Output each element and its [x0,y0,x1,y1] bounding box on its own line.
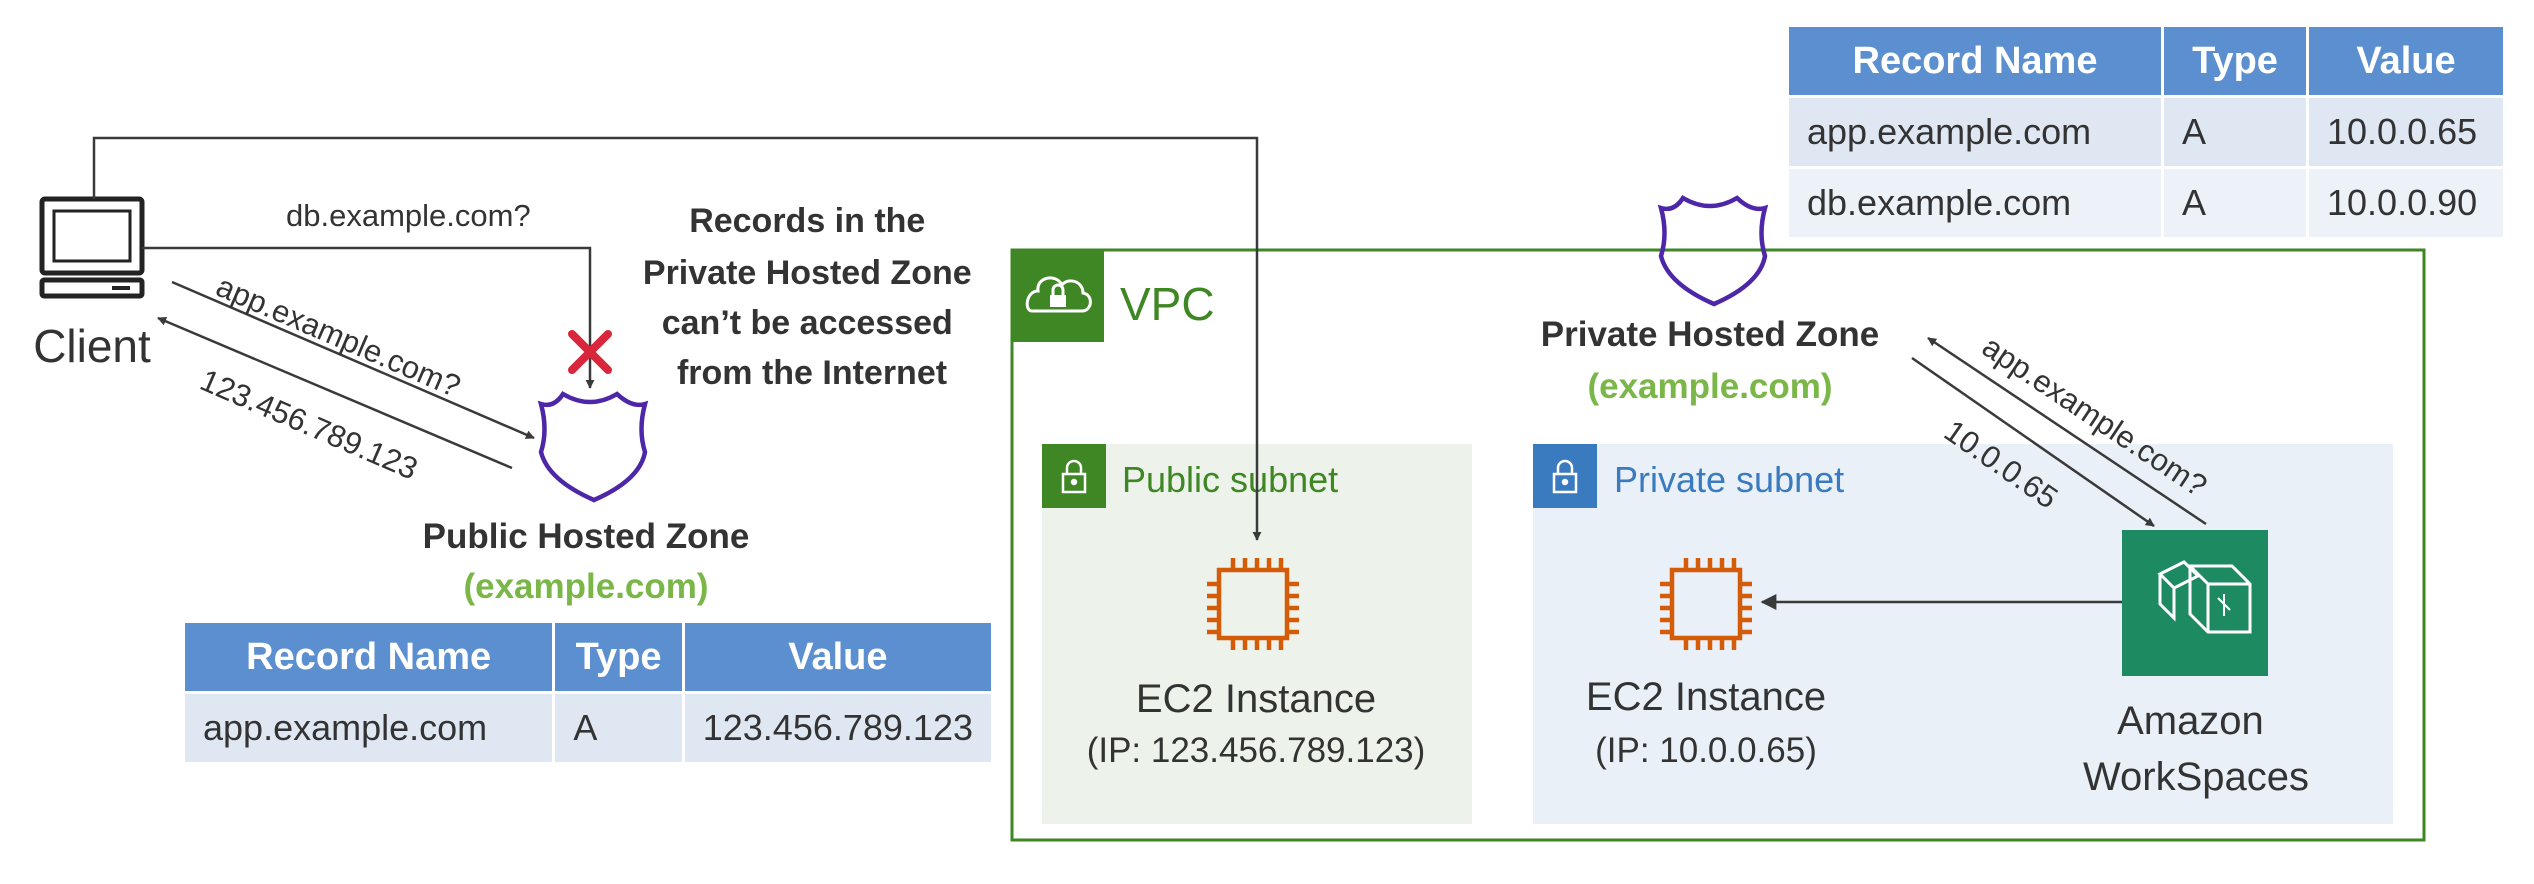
app-query-public-connector [171,280,535,440]
note-line-3: can’t be accessed [662,304,953,342]
blocked-x-icon [568,330,612,374]
table-row: app.example.com A 10.0.0.65 [1786,95,2506,169]
private-subnet-lock-icon [1552,459,1578,494]
record-value-cell: 123.456.789.123 [681,691,995,765]
workspaces-icon [2122,530,2268,676]
record-value-cell: 10.0.0.65 [2306,95,2506,169]
private-zone-records-table: Record Name Type Value app.example.com A… [1786,24,2506,240]
workspaces-label: Amazon WorkSpaces [2083,699,2309,799]
note-line-2: Private Hosted Zone [643,254,972,292]
workspaces-label-line-2: WorkSpaces [2083,755,2309,799]
private-hosted-zone-shield-icon [1657,194,1769,307]
private-ec2-name: EC2 Instance [1586,675,1826,719]
public-zone-title: Public Hosted Zone [423,517,750,556]
db-query-label: db.example.com? [286,198,531,233]
client-to-public-ec2-connector [92,136,1262,541]
public-ec2-name: EC2 Instance [1136,677,1376,721]
table-row: app.example.com A 123.456.789.123 [181,691,995,765]
vpc-boundary [1010,248,2426,842]
private-ec2-ip: (IP: 10.0.0.65) [1595,731,1817,770]
app-query-private-connector [1927,336,2207,526]
private-subnet-badge [1533,444,1597,508]
record-name-cell: app.example.com [181,691,556,765]
public-ec2-ip: (IP: 123.456.789.123) [1087,731,1426,770]
private-zone-title: Private Hosted Zone [1541,315,1879,354]
record-type-cell: A [2161,95,2309,169]
vpc-label: VPC [1120,278,1215,330]
record-value-cell: 10.0.0.90 [2306,166,2506,240]
record-type-cell: A [2161,166,2309,240]
note-line-4: from the Internet [677,354,947,392]
private-zone-domain: (example.com) [1587,367,1832,406]
column-header-record-name: Record Name [181,620,556,694]
public-zone-domain: (example.com) [463,567,708,606]
table-row: db.example.com A 10.0.0.90 [1786,166,2506,240]
public-response-connector [157,316,513,470]
public-hosted-zone-shield-icon [537,390,649,503]
record-name-cell: db.example.com [1786,166,2164,240]
workspaces-box-icon [2157,560,2252,634]
table-header-row: Record Name Type Value [181,620,995,694]
client-computer-icon [39,196,145,299]
db-query-connector [142,246,595,389]
workspaces-label-line-1: Amazon [2117,699,2264,743]
column-header-value: Value [681,620,995,694]
record-type-cell: A [552,691,685,765]
private-subnet-label: Private subnet [1614,459,1844,500]
private-ec2-chip-icon [1660,558,1752,650]
table-header-row: Record Name Type Value [1786,24,2506,98]
cloud-lock-icon [1025,276,1092,313]
private-response-connector [1911,356,2155,528]
public-subnet-lock-icon [1061,459,1087,494]
private-zone-note: Records in the Private Hosted Zone can’t… [643,202,981,392]
public-ec2-chip-icon [1207,558,1299,650]
client-label: Client [33,320,151,372]
column-header-value: Value [2306,24,2506,98]
public-subnet-badge [1042,444,1106,508]
column-header-type: Type [2161,24,2309,98]
public-zone-records-table: Record Name Type Value app.example.com A… [181,620,995,765]
record-name-cell: app.example.com [1786,95,2164,169]
public-subnet-label: Public subnet [1122,459,1338,500]
column-header-type: Type [552,620,685,694]
column-header-record-name: Record Name [1786,24,2164,98]
note-line-1: Records in the [689,202,925,240]
